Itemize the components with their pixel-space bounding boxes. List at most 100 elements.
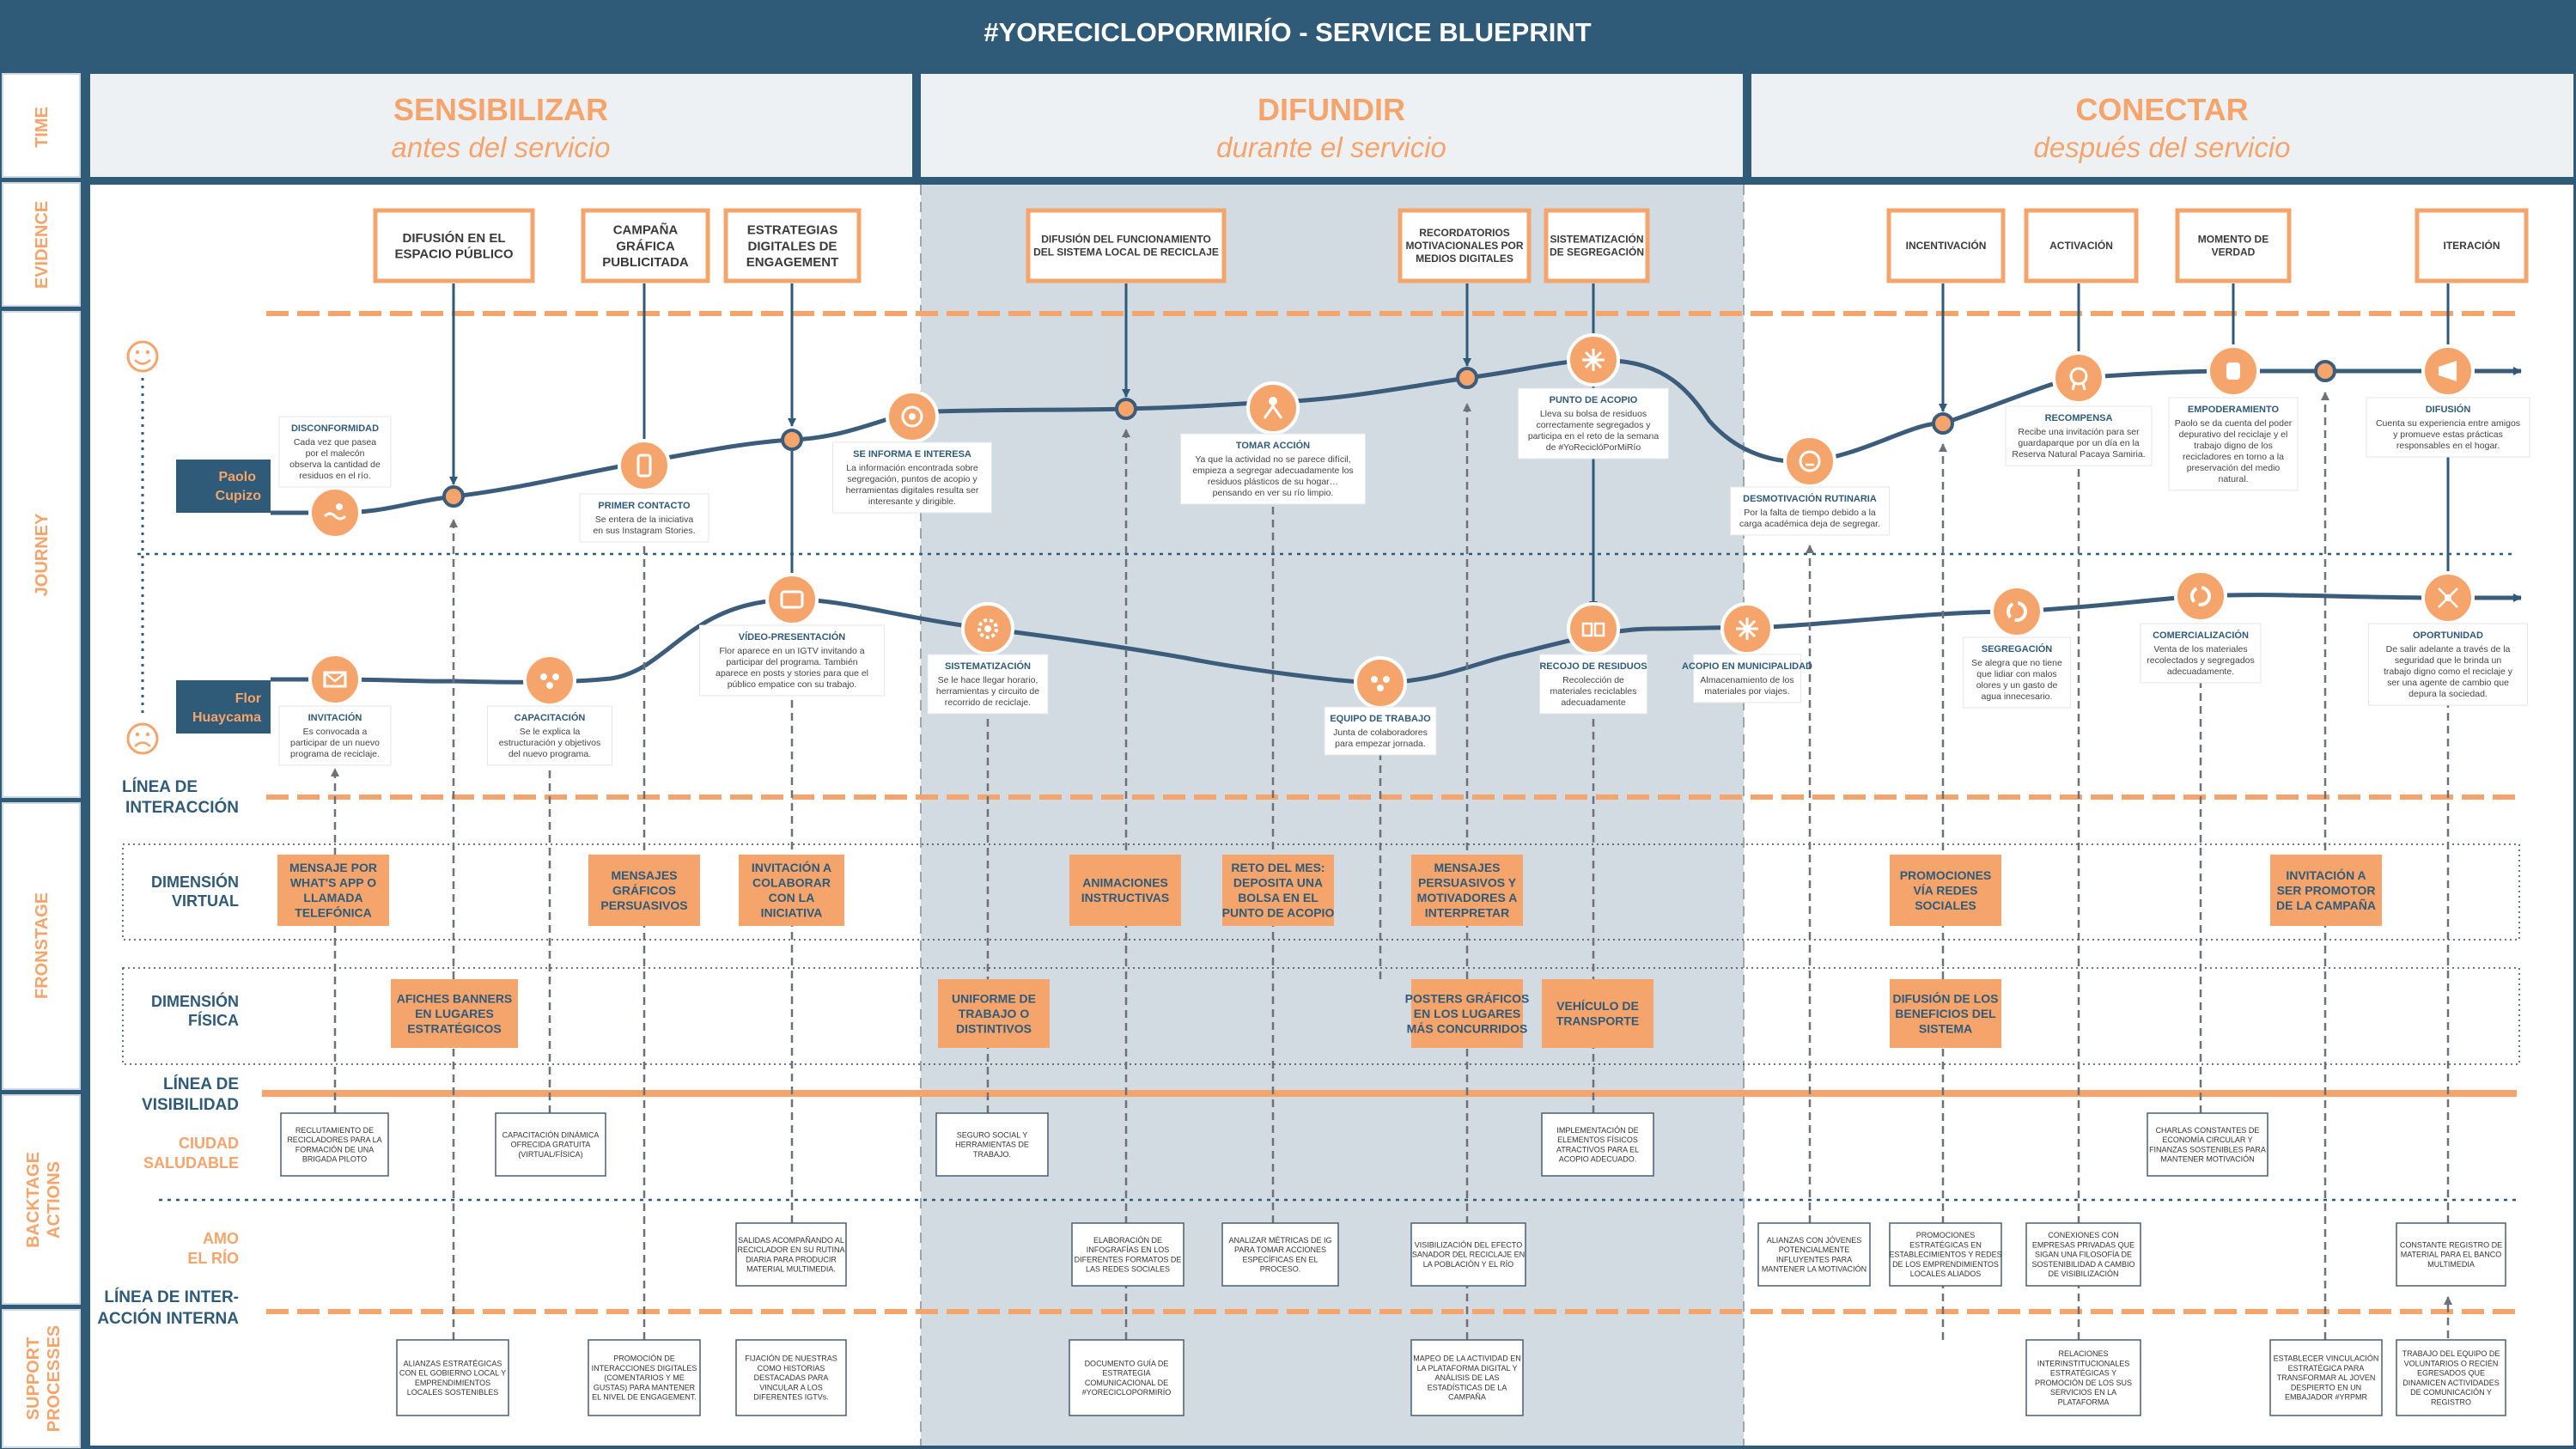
journey-card-title: DISCONFORMIDAD [291, 423, 379, 434]
interaction-line-label: LÍNEA DE [122, 777, 198, 796]
virtual-touchpoint-label: RETO DEL MES: [1231, 861, 1325, 874]
face-glyph [1799, 450, 1821, 472]
support-process-label: MAPEO DE LA ACTIVIDAD EN [1413, 1355, 1521, 1363]
support-process-frame [2396, 1339, 2506, 1416]
journey-card [2168, 397, 2299, 491]
journey-card-text: trabajo digno como el reciclaje y [2384, 667, 2513, 677]
journey-card-text: Flor aparece en un IGTV invitando a [719, 646, 864, 656]
journey-card-title: DIFUSIÓN [2426, 404, 2471, 415]
physical-touchpoint-label: EN LUGARES [415, 1007, 494, 1020]
star-glyph [1736, 618, 1758, 640]
journey-card-text: natural. [2218, 474, 2248, 484]
physical-touchpoint-label: EN LOS LUGARES [1414, 1007, 1520, 1020]
backstage-action-label: CONSTANTE REGISTRO DE [2400, 1240, 2502, 1249]
phase-box-difundir [921, 74, 1743, 177]
support-process: DOCUMENTO GUÍA DEESTRATEGIACOMUNICACIONA… [1069, 1339, 1184, 1416]
journey-card-text: carga académica deja de segregar. [1739, 519, 1880, 529]
journey-card-text: correctamente segregados y [1536, 420, 1651, 430]
backstage-action-label: PARA TOMAR ACCIONES [1234, 1245, 1326, 1254]
backstage-action-label: INFOGRAFÍAS EN LOS [1087, 1245, 1170, 1254]
journey-card-text: Recolección de [1562, 675, 1624, 685]
virtual-touchpoint-frame [277, 855, 389, 926]
evidence-label: MOMENTO DE [2198, 234, 2268, 246]
physical-touchpoint-frame [938, 979, 1050, 1048]
lane-label-column: TIME EVIDENCE JOURNEY FRONSTAGE BACKTAGE… [2, 73, 81, 1448]
backstage-action-label: INFLUYENTES PARA [1776, 1255, 1852, 1263]
journey-card-text: depurativo del reciclaje y el [2179, 429, 2288, 440]
virtual-touchpoint-label: COLABORAR [752, 876, 831, 890]
journey-card-text: y promueve estas prácticas [2393, 429, 2503, 440]
evidence-box-frame [581, 208, 710, 283]
physical-touchpoint-label: MÁS CONCURRIDOS [1407, 1021, 1528, 1035]
title-bar [0, 0, 2576, 69]
support-process-label: EGRESADOS QUE [2417, 1369, 2485, 1378]
backstage-action-label: RECLUTAMIENTO DE [295, 1126, 374, 1135]
virtual-touchpoint-frame [1411, 855, 1523, 926]
journey-node-circle [308, 653, 362, 706]
journey-card [1539, 654, 1647, 715]
journey-point [2314, 360, 2336, 382]
ribbon-glyph [2071, 382, 2086, 391]
gear-hub-glyph [984, 625, 991, 632]
head-glyph [901, 405, 923, 428]
journey-card-text: Venta de los materiales [2153, 644, 2247, 654]
backstage-action-label: LOCALES ALIADOS [1910, 1269, 1982, 1278]
support-process-label: RELACIONES [2058, 1349, 2108, 1358]
journey-card-text: participar del programa. También [726, 657, 857, 667]
journey-card-text: materiales reciclables [1550, 686, 1637, 697]
persona-label-flor: Flor Huaycama [176, 680, 271, 734]
mail-flap-glyph [324, 672, 346, 683]
journey-card-text: Recibe una invitación para ser [2018, 427, 2140, 437]
persona-name: Flor [235, 691, 261, 706]
backstage-action-label: (VIRTUAL/FÍSICA) [518, 1150, 582, 1159]
support-process-label: VINCULAR A LOS [759, 1383, 823, 1391]
ciudad-saludable-label: SALUDABLE [143, 1154, 239, 1172]
support-process-label: COMUNICACIONAL DE [1085, 1379, 1168, 1387]
journey-card-title: EMPODERAMIENTO [2188, 405, 2280, 415]
evidence-label: DEL SISTEMA LOCAL DE RECICLAJE [1033, 247, 1219, 259]
virtual-dimension-label: VIRTUAL [172, 892, 239, 910]
journey-card-text: agua innecesario. [1982, 691, 2053, 702]
support-process-label: DESPIERTO EN UN [2291, 1383, 2361, 1391]
journey-card [278, 705, 392, 766]
journey-card-title: SEGREGACIÓN [1982, 643, 2053, 654]
backstage-action-label: ALIANZAS CON JÓVENES [1767, 1236, 1862, 1245]
journey-card-title: SISTEMATIZACIÓN [945, 661, 1031, 672]
physical-touchpoint-frame [1890, 979, 2001, 1048]
recycle-glyph [2007, 601, 2027, 622]
support-process-label: DINAMICEN ACTIVIDADES [2402, 1379, 2500, 1387]
support-process-label: PLATAFORMA [2058, 1397, 2110, 1406]
backstage-action-label: MATERIAL MULTIMEDIA. [746, 1265, 836, 1274]
journey-point [1456, 367, 1478, 389]
support-process-label: ESTABLECER VINCULACIÓN [2274, 1355, 2379, 1363]
backstage-action-label: SALIDAS ACOMPAÑANDO AL [738, 1236, 844, 1245]
virtual-dimension-label: DIMENSIÓN [151, 873, 239, 891]
journey-card-title: VÍDEO-PRESENTACIÓN [739, 631, 846, 642]
persona-name: Paolo [218, 470, 256, 484]
page-title: #YORECICLOPORMIRÍO - SERVICE BLUEPRINT [984, 17, 1591, 47]
support-process-label: ANÁLISIS DE LAS [1434, 1373, 1499, 1382]
support-process-label: SERVICIOS EN LA [2050, 1388, 2116, 1397]
journey-card-text: residuos en el río. [299, 471, 370, 481]
journey-card-text: del nuevo programa. [509, 749, 591, 759]
person-glyph [1383, 676, 1390, 683]
support-process-label: PROMOCIÓN DE [613, 1355, 675, 1363]
support-process-frame [2025, 1339, 2141, 1416]
backstage-action-frame [1889, 1222, 2002, 1287]
journey-card-text: participa en el reto de la semana [1528, 431, 1659, 441]
support-process-label: LA PLATAFORMA DIGITAL Y [1416, 1364, 1517, 1373]
support-process-frame [396, 1339, 509, 1416]
backstage-action-frame [2147, 1112, 2268, 1177]
physical-touchpoint-label: DISTINTIVOS [956, 1021, 1032, 1035]
internal-line-label: LÍNEA DE INTER- [104, 1288, 239, 1306]
evidence-label: DE SEGREGACIÓN [1550, 246, 1644, 259]
journey-card-text: depura la sociedad. [2409, 689, 2488, 699]
